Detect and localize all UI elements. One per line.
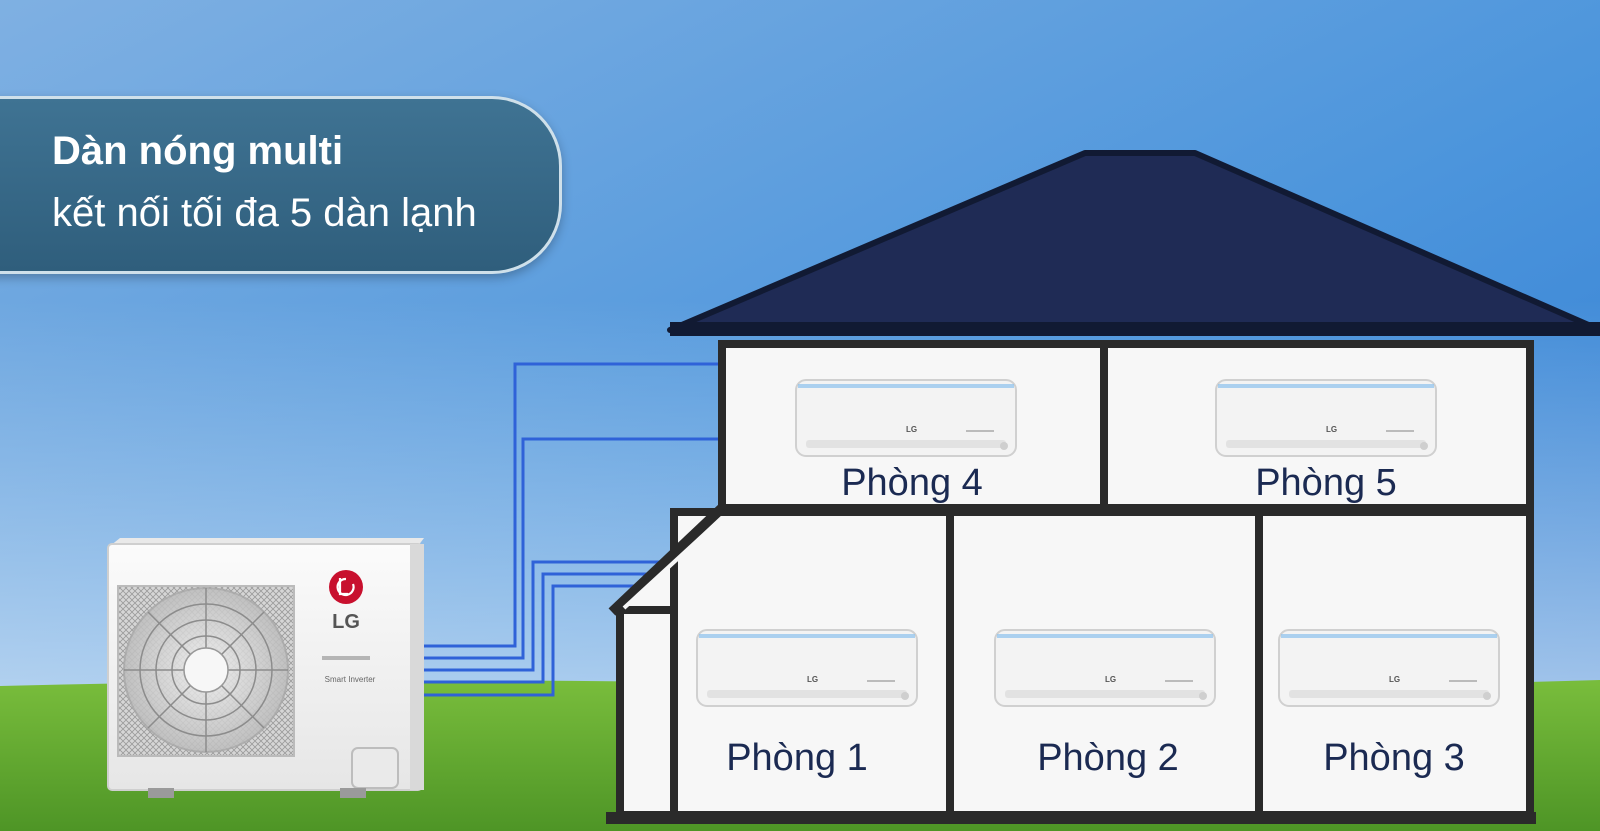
foot-right: [340, 788, 366, 798]
lg-logo-mark: [336, 577, 355, 597]
annex-roof-inner: [622, 516, 724, 610]
banner-subtitle: kết nối tối đa 5 dàn lạnh: [52, 191, 477, 235]
indoor-unit-room-5: LG: [1215, 379, 1437, 457]
room-label-3: Phòng 3: [1323, 737, 1465, 779]
info-banner: Dàn nóng multi kết nối tối đa 5 dàn lạnh: [0, 96, 562, 274]
outdoor-model-label: Smart Inverter: [325, 675, 376, 684]
outdoor-unit-side: [410, 544, 424, 790]
indoor-brand-label: LG: [906, 425, 917, 434]
fan-hub: [183, 647, 229, 693]
indoor-brand-label: LG: [807, 675, 818, 684]
banner-title: Dàn nóng multi: [52, 129, 344, 173]
house-base: [606, 812, 1536, 824]
indoor-unit-room-1: LG: [696, 629, 918, 707]
outdoor-brand-label: LG: [332, 611, 360, 633]
indoor-brand-label: LG: [1326, 425, 1337, 434]
annex-body: [616, 606, 678, 819]
lg-logo-icon: [329, 570, 363, 604]
roof-eave: [670, 322, 1600, 336]
indoor-unit-room-4: LG: [795, 379, 1017, 457]
room-label-1: Phòng 1: [726, 737, 868, 779]
service-cover: [351, 747, 399, 789]
annex-roof: [608, 504, 726, 616]
badge-strip: [322, 656, 370, 660]
indoor-brand-label: LG: [1105, 675, 1116, 684]
indoor-brand-label: LG: [1389, 675, 1400, 684]
room-label-4: Phòng 4: [841, 462, 983, 504]
room-label-5: Phòng 5: [1255, 462, 1397, 504]
indoor-unit-room-2: LG: [994, 629, 1216, 707]
indoor-unit-room-3: LG: [1278, 629, 1500, 707]
outdoor-unit: LG Smart Inverter: [107, 538, 424, 798]
room-label-2: Phòng 2: [1037, 737, 1179, 779]
pipe-room-4: [424, 437, 795, 660]
foot-left: [148, 788, 174, 798]
